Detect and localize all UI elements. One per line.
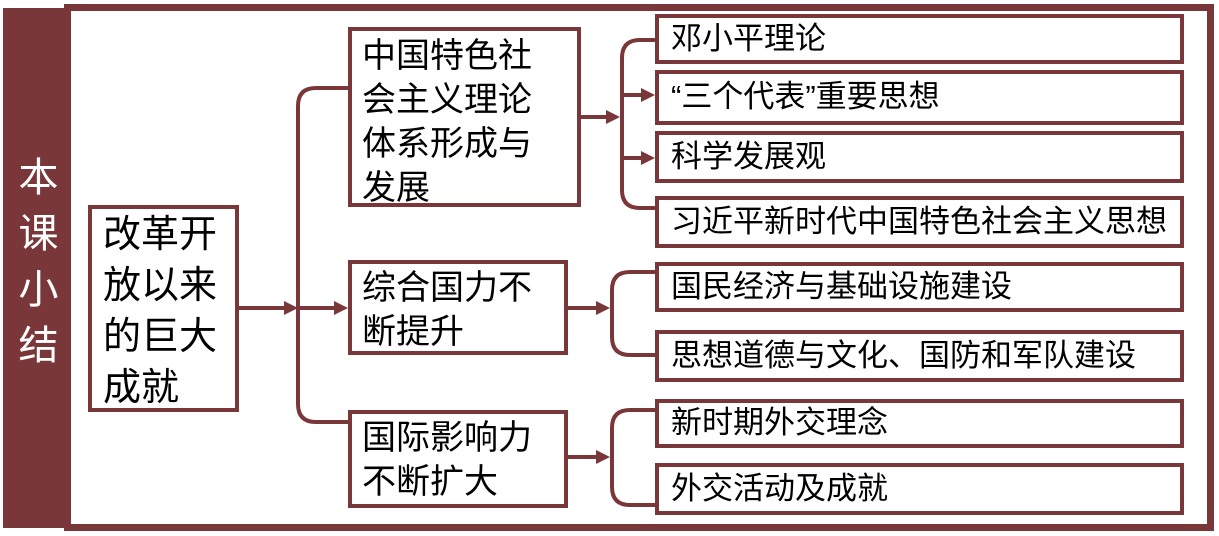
outer-frame (64, 4, 1214, 531)
leaf-box-label: 外交活动及成就 (671, 470, 888, 506)
leaf-box: 新时期外交理念 (655, 399, 1184, 448)
root-box-label: 改革开 放以来 的巨大 成就 (103, 214, 218, 409)
sidebar-banner: 本课小结 (3, 8, 66, 528)
branch-box-label: 国际影响力 不断扩大 (362, 419, 532, 501)
leaf-box-label: 新时期外交理念 (671, 405, 888, 441)
branch-box-national-strength: 综合国力不 断提升 (348, 260, 568, 355)
leaf-box: 思想道德与文化、国防和军队建设 (655, 330, 1184, 382)
leaf-box: “三个代表”重要思想 (655, 70, 1184, 125)
leaf-box-label: 国民经济与基础设施建设 (671, 268, 1012, 304)
root-box: 改革开 放以来 的巨大 成就 (88, 205, 239, 412)
leaf-box: 外交活动及成就 (655, 463, 1184, 515)
branch-box-label: 综合国力不 断提升 (362, 269, 532, 351)
branch-box-theory: 中国特色社 会主义理论 体系形成与 发展 (348, 27, 581, 207)
leaf-box-label: 思想道德与文化、国防和军队建设 (671, 337, 1136, 373)
branch-box-international-influence: 国际影响力 不断扩大 (348, 410, 568, 508)
leaf-box-label: 习近平新时代中国特色社会主义思想 (671, 203, 1167, 239)
branch-box-label: 中国特色社 会主义理论 体系形成与 发展 (362, 37, 532, 207)
leaf-box-label: 邓小平理论 (671, 20, 826, 56)
leaf-box: 习近平新时代中国特色社会主义思想 (655, 196, 1184, 248)
leaf-box-label: “三个代表”重要思想 (671, 79, 940, 115)
leaf-box: 邓小平理论 (655, 14, 1184, 64)
sidebar-title: 本课小结 (12, 156, 57, 380)
leaf-box: 科学发展观 (655, 131, 1184, 183)
leaf-box-label: 科学发展观 (671, 138, 826, 174)
leaf-box: 国民经济与基础设施建设 (655, 262, 1184, 312)
